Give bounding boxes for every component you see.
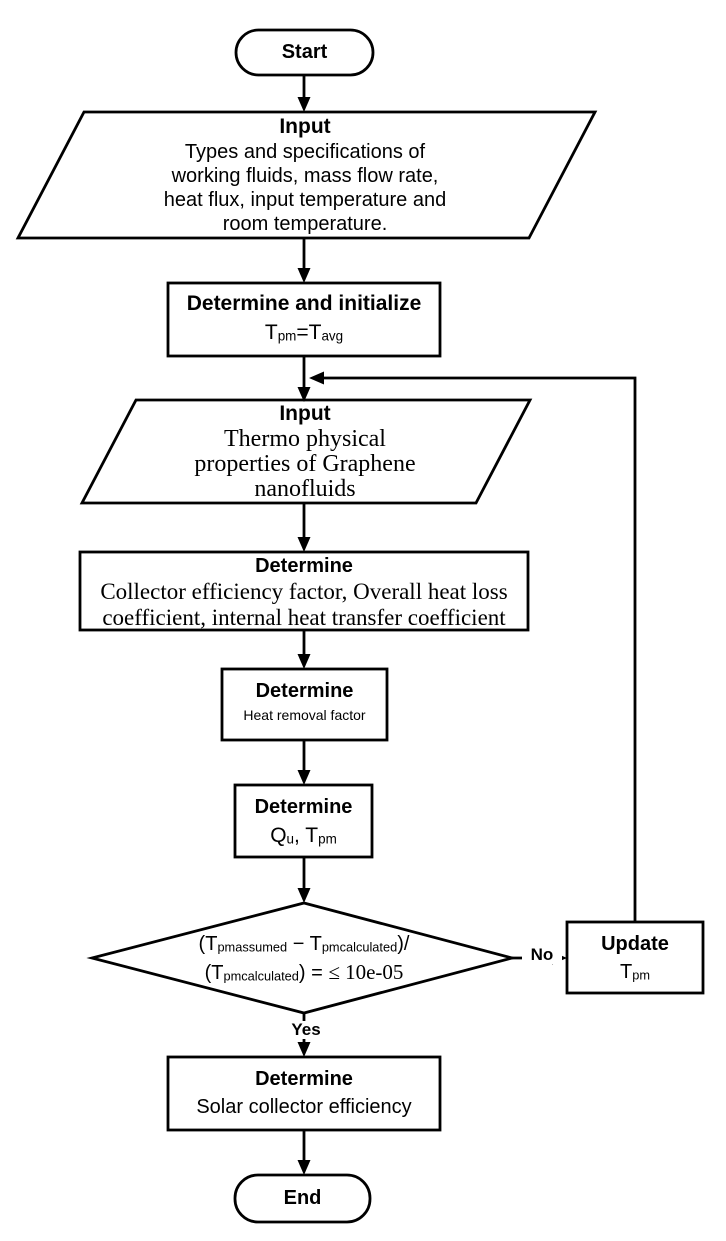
init-formula: Tpm=Tavg <box>264 321 344 344</box>
edge-label-no: No <box>522 946 562 964</box>
determine-coefficients-line: coefficient, internal heat transfer coef… <box>102 605 506 630</box>
determine-heat-removal-node: Determine Heat removal factor <box>222 678 387 725</box>
decision-line1: (Tpmassumed − Tpmcalculated)/ <box>198 933 410 955</box>
decision-diamond-shape <box>86 901 518 1015</box>
determine-heat-removal-body: Heat removal factor <box>243 707 366 723</box>
init-process-shape <box>166 281 442 358</box>
arrowhead-into-determine1 <box>297 537 311 552</box>
update-formula: Tpm <box>620 961 650 983</box>
input2-parallelogram-shape <box>79 398 533 505</box>
determine-useful-heat-node: Determine Qu, Tpm <box>235 794 372 854</box>
input2-line: Thermo physical <box>224 426 386 452</box>
arrowhead-into-init <box>297 268 311 283</box>
determine-useful-heat-shape <box>233 783 374 859</box>
determine-useful-heat-heading: Determine <box>254 796 353 818</box>
arrowhead-into-determine2 <box>297 654 311 669</box>
arrowhead-feedback-junction <box>309 371 324 385</box>
determine-coefficients-shape <box>78 550 530 632</box>
determine-heat-removal-shape <box>220 667 389 742</box>
determine-coefficients-line: Collector efficiency factor, Overall hea… <box>100 579 508 604</box>
input1-node: Input Types and specifications of workin… <box>60 114 550 236</box>
input2-line: properties of Graphene <box>194 451 416 477</box>
start-node: Start <box>236 30 373 75</box>
determine-heat-removal-heading: Determine <box>255 680 354 702</box>
node-shapes <box>15 28 705 1224</box>
input1-line: heat flux, input temperature and <box>163 189 447 211</box>
update-heading: Update <box>601 933 669 955</box>
arrowhead-into-determine3 <box>297 770 311 785</box>
input1-line: room temperature. <box>222 213 388 235</box>
start-terminator-shape <box>234 28 375 77</box>
arrowhead-into-input2 <box>297 387 311 402</box>
end-label: End <box>283 1187 322 1209</box>
init-heading: Determine and initialize <box>186 292 422 315</box>
arrowhead-into-decision <box>297 888 311 903</box>
arrowhead-into-determine4 <box>297 1042 311 1057</box>
decision-line2: (Tpmcalculated) = ≤ 10e-05 <box>204 959 404 984</box>
decision-node: (Tpmassumed − Tpmcalculated)/ (Tpmcalcul… <box>92 932 516 988</box>
update-node: Update Tpm <box>567 931 703 990</box>
init-node: Determine and initialize Tpm=Tavg <box>168 290 440 352</box>
input2-line: nanofluids <box>254 476 356 502</box>
determine-efficiency-body: Solar collector efficiency <box>196 1096 412 1118</box>
determine-coefficients-heading: Determine <box>255 555 353 577</box>
end-node: End <box>235 1175 370 1222</box>
determine-efficiency-heading: Determine <box>255 1068 353 1090</box>
arrowhead-into-end <box>297 1160 311 1175</box>
edge-update-feedback-loop <box>324 376 637 922</box>
determine-useful-heat-formula: Qu, Tpm <box>270 824 337 847</box>
arrowheads <box>297 97 567 1175</box>
input1-parallelogram-shape <box>15 110 598 240</box>
update-process-shape <box>565 920 705 995</box>
arrowhead-into-input1 <box>297 97 311 112</box>
input2-heading: Input <box>279 402 331 425</box>
determine-efficiency-node: Determine Solar collector efficiency <box>168 1066 440 1122</box>
input2-node: Input Thermo physical properties of Grap… <box>80 401 530 502</box>
determine-coefficients-node: Determine Collector efficiency factor, O… <box>80 554 528 631</box>
input1-line: Types and specifications of <box>184 141 426 163</box>
input1-heading: Input <box>279 115 331 138</box>
end-terminator-shape <box>233 1173 372 1224</box>
input1-line: working fluids, mass flow rate, <box>171 165 439 187</box>
start-label: Start <box>281 41 328 63</box>
edge-label-yes: Yes <box>283 1021 329 1039</box>
